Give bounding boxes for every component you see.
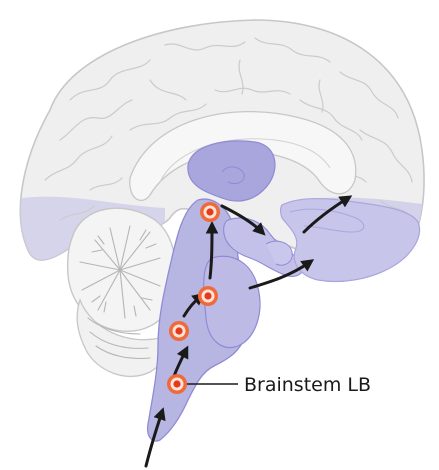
lewy-body-marker-icon <box>200 202 220 222</box>
brainstem-lb-callout: Brainstem LB <box>187 374 371 396</box>
lewy-body-marker-icon <box>198 286 218 306</box>
lewy-body-marker-icon <box>167 374 187 394</box>
lewy-body-marker-icon <box>169 321 189 341</box>
brainstem-lb-label: Brainstem LB <box>244 374 371 396</box>
